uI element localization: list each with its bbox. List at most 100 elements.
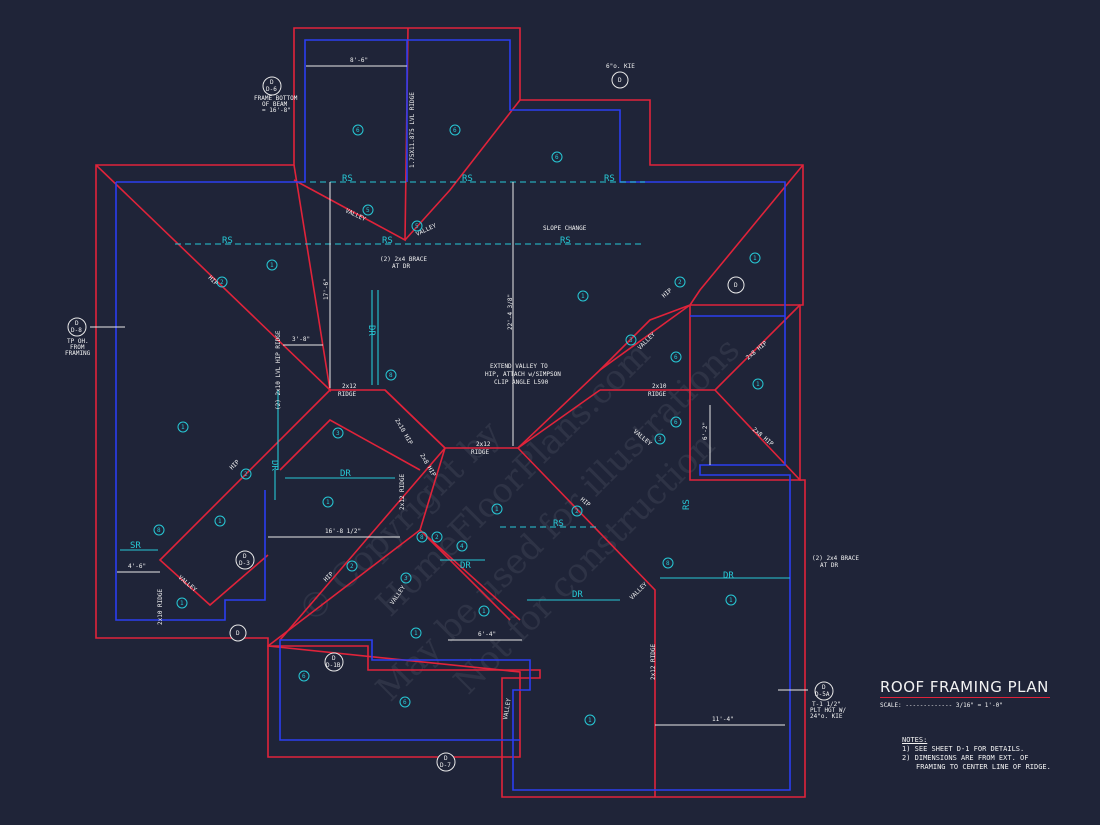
hip-2x8-label-b: 2x8 HIP xyxy=(751,426,775,448)
top-of-1: TP OH. xyxy=(67,338,89,345)
brace-right-label-2: AT DR xyxy=(820,562,838,569)
pitch-marker-5b xyxy=(411,220,423,232)
ridge-2x12-a: 2x12 xyxy=(342,383,357,390)
pitch-label-1a: 6 xyxy=(356,127,360,134)
pitch-marker-31 xyxy=(298,670,310,682)
plate-left xyxy=(115,182,266,621)
extend-label-3: CLIP ANGLE L590 xyxy=(494,379,549,386)
rs-tag-3: RS xyxy=(604,174,615,184)
wall-hip-left-low xyxy=(158,389,331,607)
ridge-2x10-v: 2x10 RIDGE xyxy=(157,588,164,625)
pitch-label-13: 1 xyxy=(495,506,499,513)
detail-tag-top-left-label: D xyxy=(270,79,274,86)
pitch-marker-19 xyxy=(654,433,666,445)
pitch-marker-3 xyxy=(216,276,228,288)
detail-tags: D D-6 D D D-8 D D D-3 D D D-1B D D-5A D … xyxy=(67,71,834,772)
wall-main xyxy=(95,27,806,798)
top-plate-1: T-1 1/2" xyxy=(812,701,841,708)
detail-tag-lower-left xyxy=(229,624,247,642)
detail-tag-rear xyxy=(324,652,344,672)
detail-tag-top-right-label: D xyxy=(618,77,622,84)
ridge-2x12-mid: 2x12 RIDGE xyxy=(399,473,406,510)
pitch-markers: 6 6 6 5 5 1 2 1 1 2 1 2 1 3 8 1 1 2 3 xyxy=(153,124,764,726)
detail-tag-mid-left-label: D xyxy=(243,553,247,560)
detail-tag-top-left-sub: D-6 xyxy=(266,86,277,93)
pitch-marker-16 xyxy=(670,351,682,363)
scale-label: SCALE: xyxy=(880,702,902,709)
detail-tag-bottom-sub: D-7 xyxy=(440,762,451,769)
dr-tag-2: DR xyxy=(723,571,734,581)
rs-tag-8: RS xyxy=(682,499,692,510)
title-block: ROOF FRAMING PLAN SCALE: ------------- 3… xyxy=(880,678,1050,709)
notes-block: NOTES: 1) SEE SHEET D-1 FOR DETAILS. 2) … xyxy=(902,736,1072,772)
rs-tag-4: RS xyxy=(222,236,233,246)
pitch-marker-11 xyxy=(385,369,397,381)
plan-scale: SCALE: ------------- 3/16" = 1'-0" xyxy=(880,702,1050,709)
scale-line: ------------- xyxy=(905,702,956,709)
hip-label-low: HIP xyxy=(228,459,241,472)
plate-outline xyxy=(115,39,791,791)
dim-4-6-label: 4'-6" xyxy=(128,563,146,570)
dr-tag-5: DR xyxy=(366,325,376,336)
wall-hip-top-2 xyxy=(404,99,521,241)
dr-tag-1: DR xyxy=(340,469,351,479)
note-2: 2) DIMENSIONS ARE FROM EXT. OF xyxy=(902,754,1029,762)
wall-top-right xyxy=(689,164,804,306)
hip-2x10-label: 2x10 HIP xyxy=(393,418,414,447)
detail-tag-left xyxy=(67,317,87,337)
pitch-label-4: 1 xyxy=(581,293,585,300)
pitch-label-20: 2 xyxy=(435,534,439,541)
pitch-marker-30 xyxy=(662,557,674,569)
pitch-label-1c: 6 xyxy=(555,154,559,161)
pitch-label-25: 1 xyxy=(482,608,486,615)
pitch-label-1b: 6 xyxy=(453,127,457,134)
pitch-marker-22 xyxy=(456,540,468,552)
pitch-marker-1a xyxy=(352,124,364,136)
valley-label-left: VALLEY xyxy=(177,574,198,594)
top-plate-2: PLT HGT W/ xyxy=(810,707,847,714)
valley-label-center: VALLEY xyxy=(628,581,649,602)
pitch-marker-20 xyxy=(431,531,443,543)
slope-change-label: SLOPE CHANGE xyxy=(543,225,587,232)
rs-tag-5: RS xyxy=(382,236,393,246)
detail-tag-right-top xyxy=(727,276,745,294)
pitch-label-17: 1 xyxy=(756,381,760,388)
pitch-marker-13 xyxy=(491,503,503,515)
wall-right-lower xyxy=(517,389,601,449)
pitch-marker-17 xyxy=(752,378,764,390)
detail-tag-left-sub: D-8 xyxy=(71,327,82,334)
pitch-marker-18 xyxy=(670,416,682,428)
valley-label-top-left: VALLEY xyxy=(344,207,367,223)
pitch-marker-29 xyxy=(153,524,165,536)
pitch-label-5: 1 xyxy=(753,255,757,262)
pitch-label-33: 1 xyxy=(588,717,592,724)
pitch-marker-9 xyxy=(214,515,226,527)
pitch-marker-5a xyxy=(362,204,374,216)
pitch-label-14: 2 xyxy=(575,508,579,515)
sr-tag: SR xyxy=(130,541,141,551)
detail-tag-right xyxy=(814,681,834,701)
detail-tag-bottom-label: D xyxy=(444,755,448,762)
rs-tag-6: RS xyxy=(560,236,571,246)
wall-outline xyxy=(95,27,806,798)
hip-label-right: HIP xyxy=(661,287,674,300)
rs-tag-1: RS xyxy=(342,174,353,184)
frame-bottom-1: FRAME BOTTOM xyxy=(254,95,298,102)
pitch-label-12: 1 xyxy=(326,499,330,506)
extend-label-1: EXTEND VALLEY TO xyxy=(490,363,548,370)
ridge-2x12-b: 2x12 xyxy=(476,441,491,448)
rs-tag-2: RS xyxy=(462,174,473,184)
dr-tag-4: DR xyxy=(460,561,471,571)
pitch-label-10: 3 xyxy=(336,430,340,437)
ridge-a: RIDGE xyxy=(338,391,356,398)
pitch-label-2: 1 xyxy=(270,262,274,269)
pitch-marker-15 xyxy=(625,334,637,346)
pitch-label-30: 8 xyxy=(666,560,670,567)
wall-hip-mid-2 xyxy=(279,419,421,471)
dimensions xyxy=(90,65,808,726)
detail-tag-lower-left-label: D xyxy=(236,630,240,637)
rs-tag-7: RS xyxy=(553,519,564,529)
pitch-label-32: 6 xyxy=(403,699,407,706)
dimension-labels: 8'-6" 17'-6" 22'-4 3/8" 3'-8" 16'-8 1/2"… xyxy=(128,57,734,723)
